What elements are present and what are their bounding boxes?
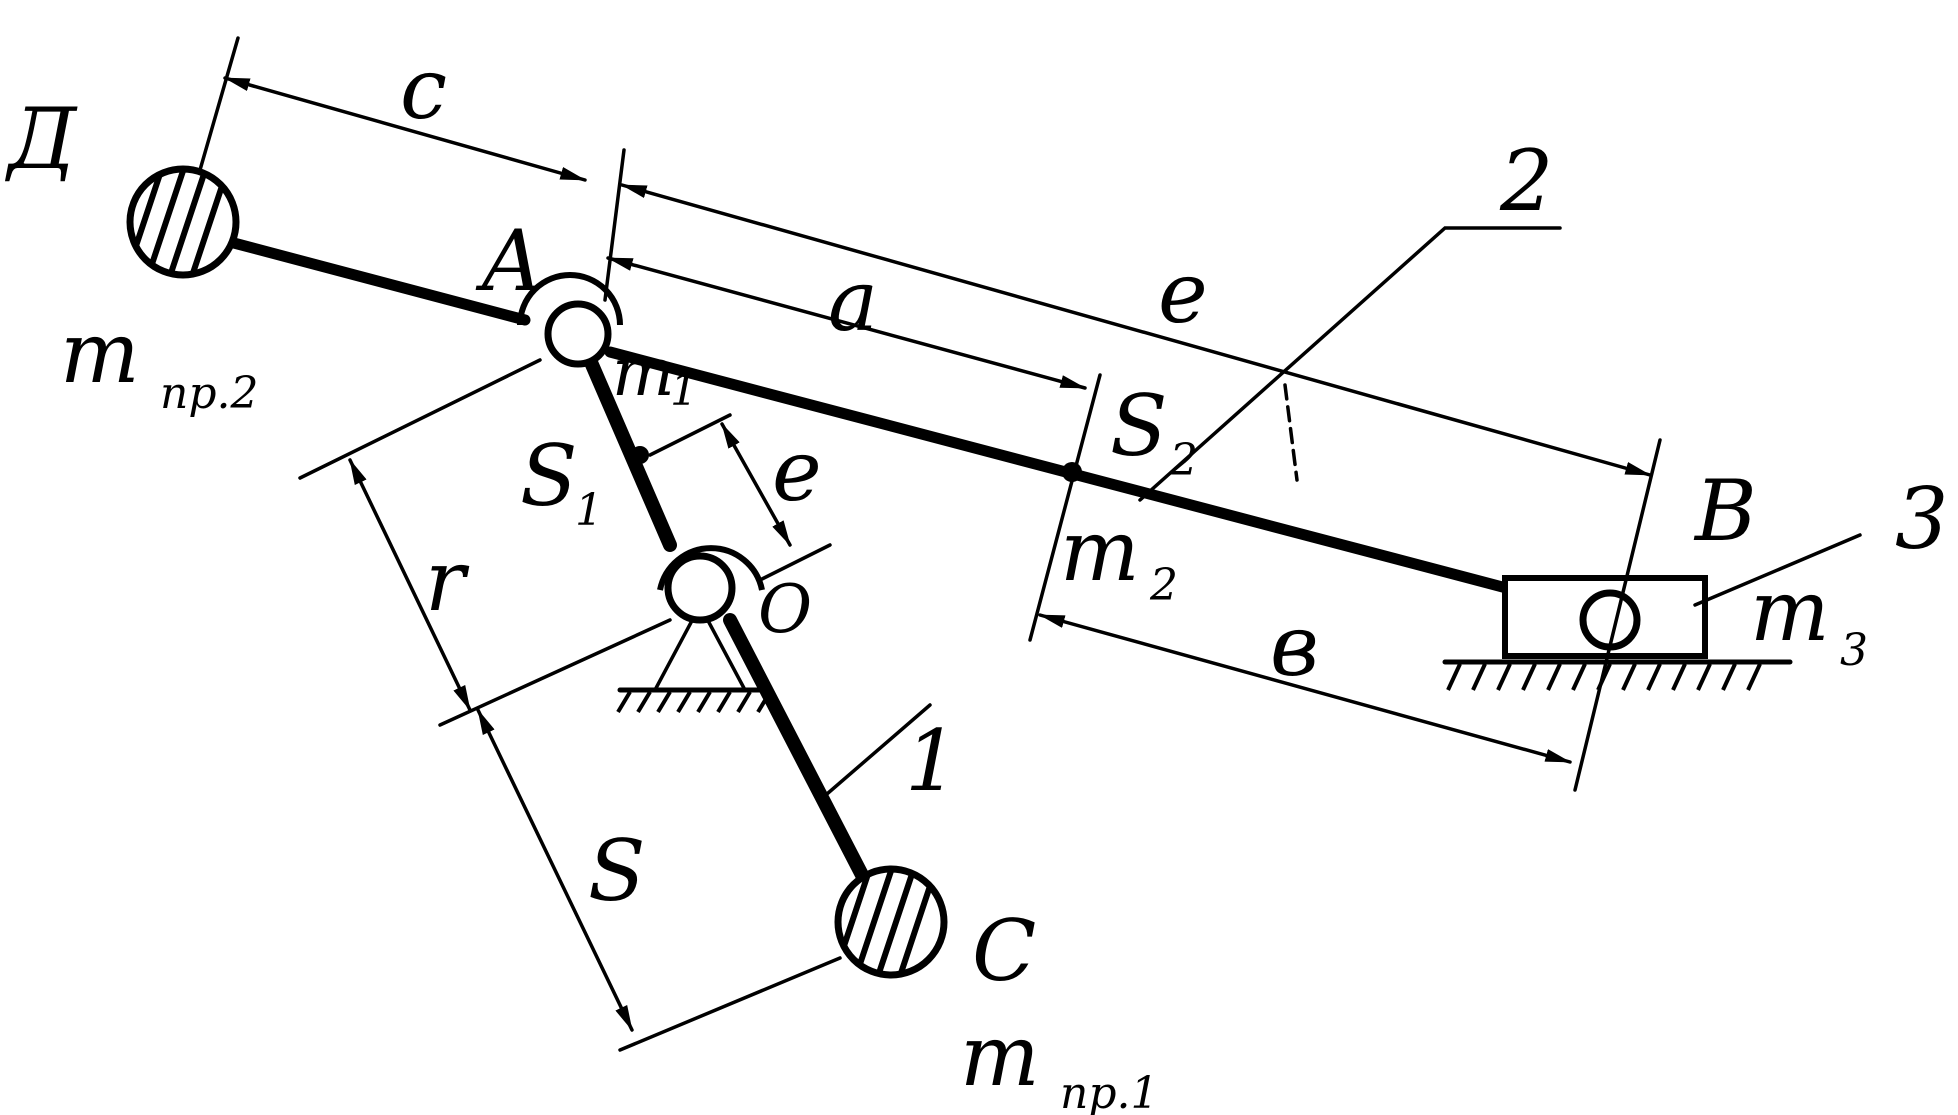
- dim-line-r: [348, 458, 472, 712]
- label-m3-sub: 3: [1840, 625, 1868, 676]
- dim-line-b: [1038, 613, 1572, 764]
- label-D: Д: [4, 90, 78, 188]
- dim-label-b: в: [1270, 597, 1319, 695]
- dim-line-a: [606, 256, 1087, 390]
- label-m-pr2-sub: пр.2: [160, 368, 258, 419]
- label-link-3: 3: [1895, 470, 1948, 568]
- label-B: B: [1693, 462, 1757, 560]
- point-S1: [631, 446, 649, 464]
- dim-label-s: S: [588, 822, 646, 920]
- dim-label-c: c: [400, 40, 447, 138]
- label-S1: S: [520, 427, 578, 525]
- dim-label-e: e: [772, 422, 822, 520]
- label-S2-sub: 2: [1169, 435, 1198, 486]
- label-link-1: 1: [905, 712, 958, 810]
- dim-line-c: [223, 76, 587, 182]
- label-O: O: [758, 571, 812, 648]
- dim-line-l: [620, 183, 1652, 477]
- rod-D-A: [224, 236, 531, 326]
- joint-O: [657, 545, 765, 624]
- mass-D: [126, 165, 240, 279]
- label-A: A: [475, 212, 543, 310]
- label-m-pr2: m: [60, 304, 140, 402]
- label-m1-sub: 1: [670, 365, 698, 416]
- dim-label-l: e: [1158, 244, 1208, 342]
- label-m-pr1: m: [960, 1007, 1040, 1105]
- dim-line-e: [720, 422, 792, 547]
- dim-line-s: [476, 708, 634, 1032]
- label-m2-sub: 2: [1149, 560, 1178, 611]
- leader-lines: [818, 226, 1862, 802]
- mass-C: [834, 865, 948, 979]
- label-S1-sub: 1: [575, 485, 603, 536]
- crank-O-C: [723, 613, 869, 882]
- label-m1: m: [612, 334, 675, 411]
- dim-label-r: r: [425, 532, 470, 630]
- label-m-pr1-sub: пр.1: [1060, 1068, 1158, 1115]
- label-C: C: [972, 902, 1036, 1000]
- label-link-2: 2: [1499, 132, 1553, 230]
- label-S2: S: [1110, 377, 1168, 475]
- label-m2: m: [1060, 502, 1140, 600]
- label-m3: m: [1750, 562, 1830, 660]
- fixed-support-O: [616, 613, 773, 714]
- dim-label-a: a: [828, 252, 878, 350]
